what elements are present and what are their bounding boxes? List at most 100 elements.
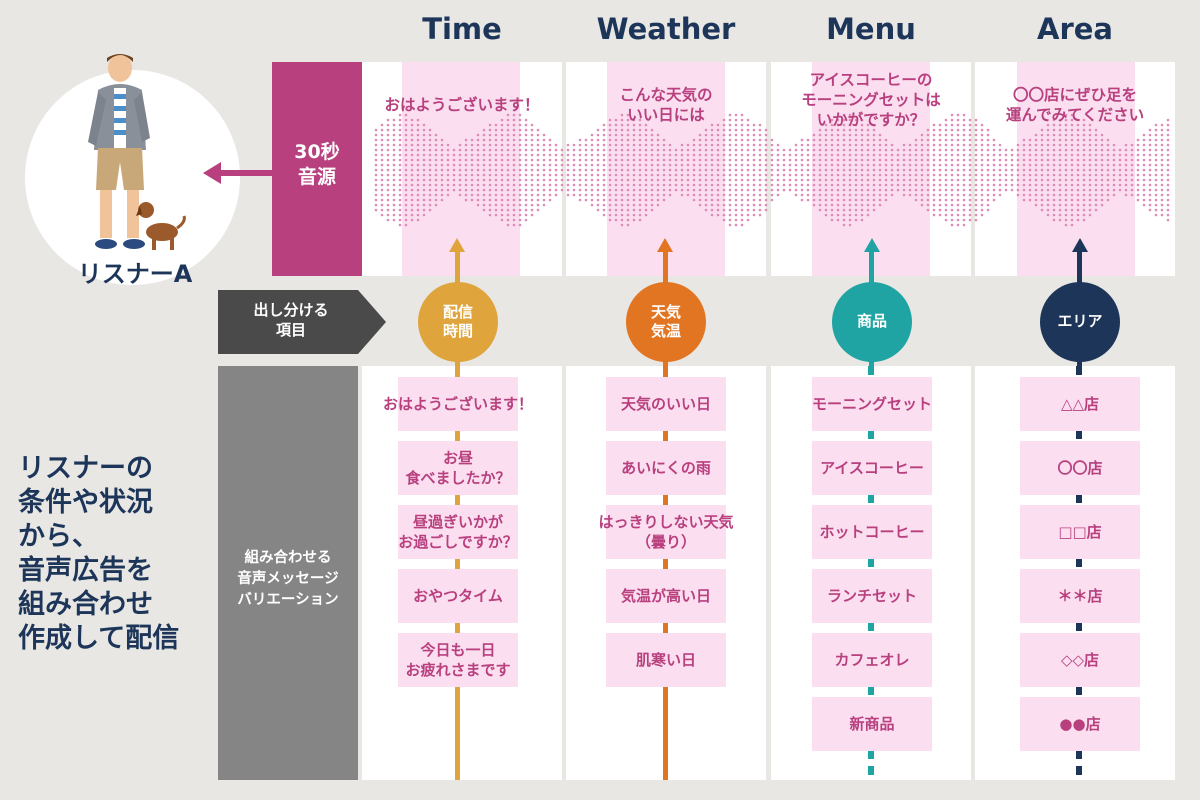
waveform-dot [962,188,966,192]
waveform-dot [908,163,912,167]
waveform-dot [644,123,648,127]
waveform-dot [716,203,720,207]
waveform-dot [572,168,576,172]
waveform-dot [398,168,402,172]
waveform-dot [980,158,984,162]
waveform-dot [614,153,618,157]
waveform-dot [476,203,480,207]
waveform-dot [1166,188,1170,192]
waveform-dot [1076,158,1080,162]
waveform-dot [662,148,666,152]
waveform-dot [836,118,840,122]
waveform-dot [932,168,936,172]
waveform-dot [1004,158,1008,162]
waveform-dot [524,193,528,197]
waveform-dot [824,158,828,162]
waveform-dot [788,178,792,182]
waveform-dot [1142,158,1146,162]
waveform-dot [698,163,702,167]
waveform-dot [500,198,504,202]
waveform-dot [1058,143,1062,147]
waveform-dot [638,163,642,167]
waveform-dot [866,153,870,157]
waveform-dot [614,163,618,167]
waveform-dot [758,128,762,132]
waveform-dot [518,178,522,182]
waveform-dot [950,208,954,212]
waveform-dot [614,218,618,222]
waveform-dot [380,143,384,147]
waveform-dot [746,188,750,192]
waveform-dot [1070,163,1074,167]
waveform-dot [1154,153,1158,157]
waveform-dot [530,133,534,137]
waveform-dot [914,188,918,192]
waveform-dot [1064,158,1068,162]
waveform-dot [968,193,972,197]
waveform-dot [374,203,378,207]
waveform-dot [398,173,402,177]
waveform-dot [884,178,888,182]
waveform-dot [1094,208,1098,212]
waveform-dot [1034,198,1038,202]
waveform-dot [1070,168,1074,172]
waveform-dot [482,168,486,172]
waveform-dot [956,173,960,177]
waveform-dot [974,213,978,217]
waveform-dot [860,118,864,122]
waveform-dot [860,138,864,142]
waveform-dot [512,148,516,152]
waveform-dot [1016,188,1020,192]
waveform-dot [374,178,378,182]
waveform-dot [944,213,948,217]
waveform-dot [410,128,414,132]
waveform-dot [494,198,498,202]
waveform-dot [938,188,942,192]
waveform-dot [938,178,942,182]
waveform-dot [986,148,990,152]
waveform-dot [536,193,540,197]
waveform-dot [440,173,444,177]
waveform-dot [674,163,678,167]
waveform-dot [620,198,624,202]
waveform-dot [380,198,384,202]
waveform-dot [980,198,984,202]
waveform-dot [794,168,798,172]
waveform-dot [1094,158,1098,162]
waveform-dot [794,193,798,197]
waveform-dot [1160,168,1164,172]
waveform-dot [434,153,438,157]
waveform-dot [710,213,714,217]
waveform-dot [1082,128,1086,132]
waveform-dot [710,208,714,212]
waveform-dot [620,223,624,227]
waveform-dot [464,153,468,157]
waveform-dot [1130,188,1134,192]
waveform-dot [980,188,984,192]
waveform-dot [752,148,756,152]
waveform-dot [866,158,870,162]
waveform-dot [416,148,420,152]
waveform-dot [464,168,468,172]
waveform-dot [398,208,402,212]
waveform-dot [968,173,972,177]
waveform-dot [980,123,984,127]
waveform-dot [608,133,612,137]
waveform-dot [782,173,786,177]
waveform-dot [602,128,606,132]
waveform-dot [1142,173,1146,177]
waveform-dot [926,143,930,147]
waveform-dot [1082,148,1086,152]
waveform-dot [734,138,738,142]
waveform-dot [1142,183,1146,187]
waveform-dot [926,193,930,197]
waveform-dot [752,193,756,197]
waveform-dot [758,123,762,127]
waveform-dot [734,158,738,162]
waveform-dot [872,193,876,197]
waveform-dot [734,133,738,137]
waveform-dot [530,203,534,207]
waveform-dot [854,148,858,152]
waveform-dot [656,163,660,167]
waveform-dot [392,158,396,162]
